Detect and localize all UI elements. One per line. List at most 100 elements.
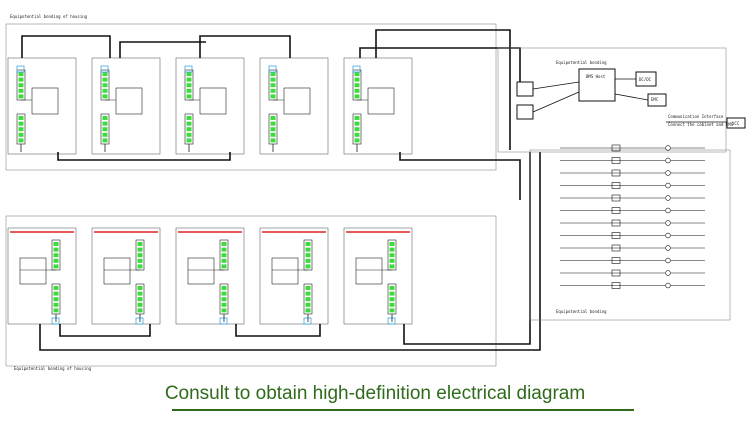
battery-cabinet — [91, 227, 161, 325]
battery-cell — [53, 302, 59, 307]
battery-cell — [221, 297, 227, 302]
battery-cell — [221, 308, 227, 313]
top-housing-frame — [5, 23, 497, 171]
battery-cell — [53, 297, 59, 302]
battery-cell — [18, 138, 24, 143]
battery-cell — [389, 253, 395, 258]
cabinet-frame — [7, 57, 77, 155]
battery-cell — [221, 242, 227, 246]
battery-cell — [53, 308, 59, 313]
battery-cell — [137, 247, 143, 252]
battery-cell — [354, 77, 360, 82]
battery-cell — [354, 72, 360, 76]
battery-cabinet — [7, 227, 77, 325]
battery-cell — [354, 132, 360, 137]
module-box — [115, 87, 143, 115]
battery-cell — [389, 258, 395, 263]
battery-cell — [221, 253, 227, 258]
battery-cell — [18, 132, 24, 137]
cabinet-frame — [7, 227, 77, 325]
sensor-marker — [303, 317, 312, 325]
bus-wire — [403, 152, 531, 345]
battery-cabinet — [7, 57, 77, 155]
battery-cell — [305, 302, 311, 307]
terminal — [665, 220, 671, 226]
battery-cell — [305, 242, 311, 246]
terminal — [665, 207, 671, 214]
battery-cabinet — [259, 57, 329, 155]
middle-bonding-label: Equipotential bonding — [556, 309, 607, 314]
battery-cell — [18, 127, 24, 132]
battery-cell — [53, 258, 59, 263]
battery-cell — [137, 242, 143, 246]
battery-cell — [18, 77, 24, 82]
bus-wire — [399, 152, 521, 200]
battery-cell — [137, 308, 143, 313]
battery-cell — [354, 138, 360, 143]
sensor-marker — [268, 65, 277, 73]
cabinet-frame — [91, 57, 161, 155]
wiring-bus — [21, 29, 541, 351]
battery-cell — [389, 308, 395, 313]
cabinet-frame — [91, 227, 161, 325]
cabinet-frame — [259, 57, 329, 155]
terminal — [665, 232, 671, 239]
battery-cell — [221, 247, 227, 252]
terminal — [665, 145, 671, 151]
battery-cell — [18, 94, 24, 99]
battery-cell — [102, 132, 108, 137]
emc-label: EMC — [651, 97, 659, 102]
sensor-marker — [16, 65, 25, 73]
module-box — [271, 257, 299, 285]
battery-cell — [102, 121, 108, 126]
module-box — [187, 257, 215, 285]
bus-wire — [375, 29, 511, 150]
battery-cell — [389, 286, 395, 290]
battery-cell — [137, 297, 143, 302]
battery-cell — [270, 116, 276, 120]
battery-cell — [186, 77, 192, 82]
bus-wire — [59, 324, 151, 337]
battery-cell — [270, 121, 276, 126]
battery-cell — [270, 127, 276, 132]
battery-cell — [221, 302, 227, 307]
bus-wire — [39, 152, 541, 351]
battery-cell — [270, 94, 276, 99]
breaker — [611, 269, 621, 277]
battery-cell — [354, 94, 360, 99]
battery-cell — [389, 291, 395, 296]
terminal — [665, 157, 671, 164]
battery-cell — [389, 264, 395, 269]
battery-cell — [137, 302, 143, 307]
module-box — [199, 87, 227, 115]
battery-cell — [18, 121, 24, 126]
battery-cell — [186, 94, 192, 99]
module-box — [367, 87, 395, 115]
battery-cell — [102, 72, 108, 76]
battery-cabinet — [175, 227, 245, 325]
battery-cell — [102, 116, 108, 120]
battery-cell — [186, 116, 192, 120]
sensor-marker — [51, 317, 60, 325]
bus-wire — [359, 47, 521, 82]
sensor-marker — [352, 65, 361, 73]
breaker — [611, 257, 621, 264]
battery-cell — [102, 94, 108, 99]
battery-cell — [305, 291, 311, 296]
bottom-housing-frame — [5, 215, 497, 367]
battery-cell — [221, 264, 227, 269]
battery-cabinet — [91, 57, 161, 155]
battery-cell — [53, 291, 59, 296]
cabinet-frame — [175, 227, 245, 325]
battery-cell — [354, 121, 360, 126]
breaker — [611, 144, 621, 152]
battery-cell — [53, 247, 59, 252]
battery-cell — [18, 83, 24, 88]
battery-cell — [354, 88, 360, 93]
battery-cabinet — [343, 227, 413, 325]
battery-cell — [186, 72, 192, 76]
caption-underline — [172, 409, 634, 411]
battery-cell — [221, 286, 227, 290]
sensor-marker — [184, 65, 193, 73]
battery-cell — [305, 297, 311, 302]
